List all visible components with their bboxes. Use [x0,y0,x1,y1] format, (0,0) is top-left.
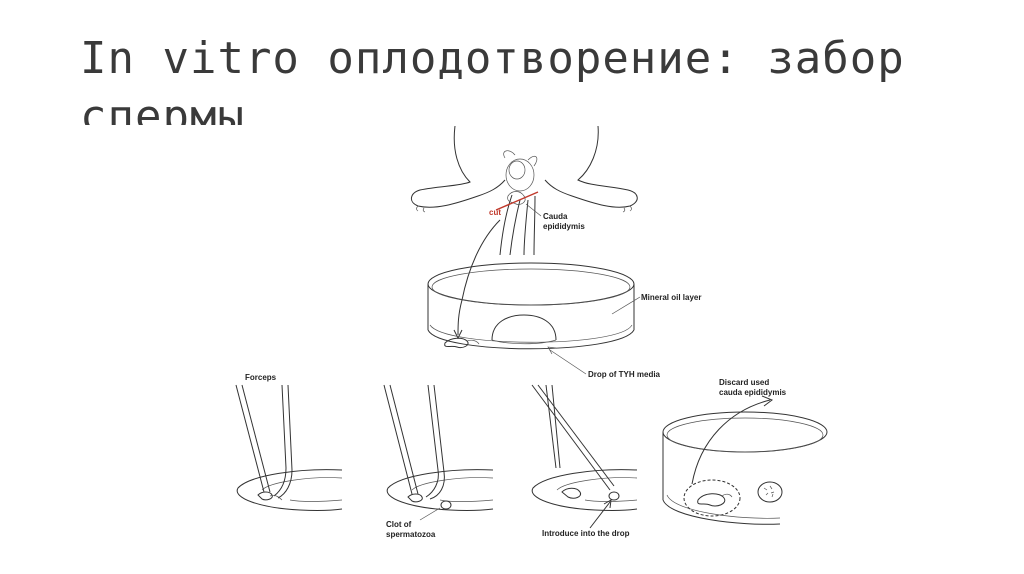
mouse-illustration [411,125,638,256]
slide-title: In vitro оплодотворение: забор спермы [80,33,905,125]
drop-tyh-label: Drop of TYH media [588,370,661,379]
mineral-oil-pointer [611,296,641,315]
forceps-label: Forceps [245,373,277,382]
discard-label-2: cauda epididymis [719,388,787,397]
mineral-oil-label: Mineral oil layer [641,293,701,302]
panel-discard: Discard used cauda epididymis [662,378,828,525]
cauda-epididymis-label-1: Cauda [543,212,568,221]
introduce-pointer [589,501,611,529]
clot-label-1: Clot of [386,520,412,529]
panel-introduce: Introduce into the drop [531,384,638,538]
cut-label: cut [489,208,501,217]
discard-dashed-circle [683,479,741,517]
culture-dish-large [427,262,635,350]
panel-forceps: Forceps [235,373,343,511]
panel-clot: Clot of spermatozoa [383,384,494,539]
cauda-pointer-arrow [525,203,542,217]
cauda-epididymis-label-2: epididymis [543,222,585,231]
transfer-arrow [457,219,501,336]
clot-label-2: spermatozoa [386,530,436,539]
discard-label-1: Discard used [719,378,769,387]
introduce-label: Introduce into the drop [542,529,630,538]
clot-pointer [419,507,441,521]
cut-line [495,191,539,211]
drop-tyh-pointer [549,349,587,375]
discard-arrow [691,399,771,485]
